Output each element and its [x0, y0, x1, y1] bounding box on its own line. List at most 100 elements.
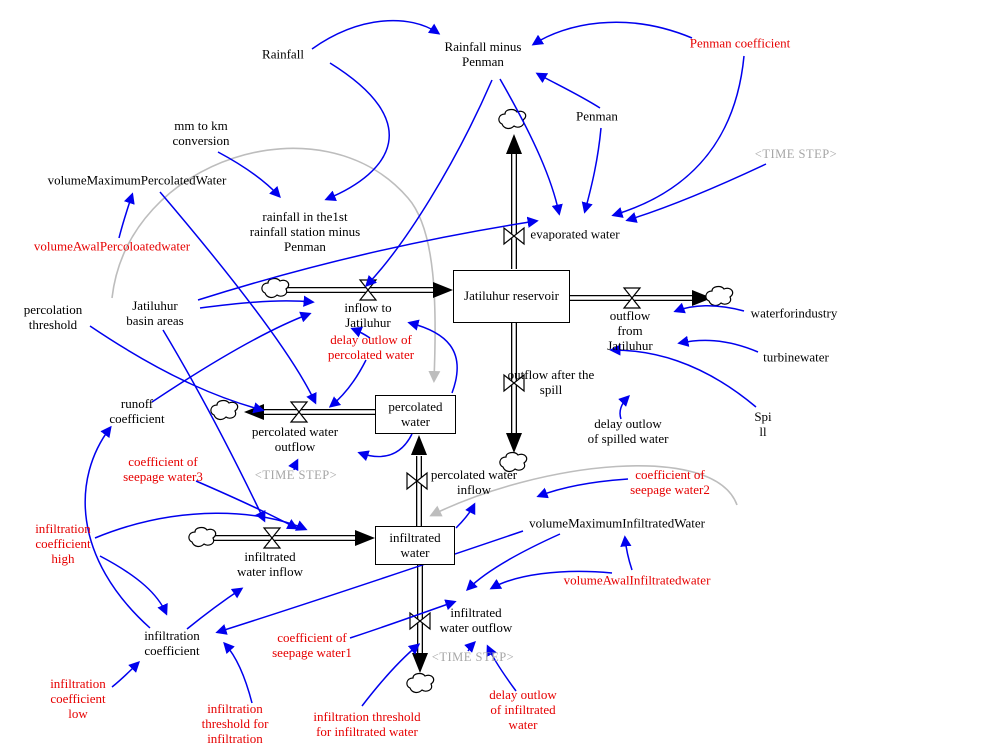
flow-valve-1[interactable]	[503, 226, 525, 246]
causal-link-time_step_mid-percolated_water_outflow	[288, 458, 299, 472]
flow-label-outflow_from_jatiluhur[interactable]: outflow from Jatiluhur	[607, 307, 653, 353]
causal-link-percolated_water-percolated_water_outflow	[357, 433, 413, 462]
cloud-0[interactable]	[261, 277, 290, 299]
variable-rainfall_minus_penman[interactable]: Rainfall minus Penman	[444, 39, 522, 69]
causal-link-time_step_bottom-infiltrated_water_outflow	[464, 641, 476, 653]
variable-vol_awal_infiltratedwater[interactable]: volumeAwalInfiltratedwater	[563, 572, 711, 588]
stock-infiltrated_water[interactable]: infiltrated water	[375, 526, 455, 565]
variable-infiltration_coefficient_high[interactable]: infiltration coefficient high	[35, 520, 91, 566]
causal-link-infiltration_threshold_for_infiltrated_water-infiltrated_water_outflow	[361, 643, 421, 707]
cloud-6[interactable]	[406, 672, 435, 694]
stock-jatiluhur_reservoir[interactable]: Jatiluhur reservoir	[453, 270, 570, 323]
variable-infiltration_threshold_for_infiltrated_water[interactable]: infiltration threshold for infiltrated w…	[313, 709, 421, 739]
causal-link-vol_max_infiltrated_water-infiltration_coefficient	[215, 530, 524, 635]
variable-coefficient_of_seepage_water1[interactable]: coefficient of seepage water1	[272, 630, 352, 660]
flow-label-infiltrated_water_inflow[interactable]: infiltrated water inflow	[236, 549, 304, 579]
causal-link-turbinewater-outflow_from_jatiluhur	[677, 335, 759, 353]
causal-link-delay_outlow_of_percolated_water-inflow_to_jatiluhur	[350, 326, 371, 339]
causal-link-delay_outlow_of_spilled_water-outflow_after_the_spill	[618, 395, 630, 420]
causal-link-jatiluhur_basin_areas-infiltrated_water_inflow	[162, 329, 266, 523]
flow-label-infiltrated_water_outflow[interactable]: infiltrated water outflow	[439, 605, 513, 635]
variable-delay_outlow_of_spilled_water[interactable]: delay outlow of spilled water	[587, 416, 669, 446]
causal-link-infiltrated_water-percolated_water_inflow	[455, 502, 476, 529]
flow-valve-4[interactable]	[406, 471, 428, 491]
variable-delay_outlow_of_percolated_water[interactable]: delay outlow of percolated water	[327, 332, 415, 362]
variable-waterforindustry[interactable]: waterforindustry	[750, 305, 838, 321]
variable-runoff_coefficient[interactable]: runoff coefficient	[109, 396, 165, 426]
shadow-variable-time_step_mid[interactable]: <TIME STEP>	[254, 467, 338, 482]
variable-coefficient_of_seepage_water2[interactable]: coefficient of seepage water2	[630, 467, 710, 497]
causal-link-vol_awal_infiltratedwater-infiltrated_water_outflow	[489, 570, 613, 590]
flow-label-inflow_to_jatiluhur[interactable]: inflow to Jatiluhur	[344, 300, 392, 330]
causal-link-penman-evaporated_water	[581, 127, 602, 214]
causal-link-infiltration_coefficient_low-infiltration_coefficient	[111, 661, 140, 688]
causal-link-delay_outlow_of_infiltrated_water-infiltrated_water_outflow	[486, 644, 517, 692]
variable-percolation_threshold[interactable]: percolation threshold	[23, 302, 83, 332]
cloud-5[interactable]	[188, 526, 217, 548]
variable-mm_to_km_conversion[interactable]: mm to km conversion	[172, 118, 230, 148]
flow-valve-5[interactable]	[289, 401, 309, 423]
causal-link-coefficient_of_seepage_water1-infiltrated_water_outflow	[349, 599, 457, 639]
flow-valve-3[interactable]	[503, 373, 525, 393]
causal-link-infiltration_coefficient_high-infiltration_coefficient	[99, 555, 168, 616]
causal-link-waterforindustry-outflow_from_jatiluhur	[673, 302, 745, 314]
causal-link-coefficient_of_seepage_water3-infiltrated_water_inflow	[195, 480, 299, 530]
variable-delay_outlow_of_infiltrated_water[interactable]: delay outlow of infiltrated water	[489, 686, 557, 732]
shadow-variable-time_step_top[interactable]: <TIME STEP>	[754, 146, 838, 161]
causal-link-infiltration_threshold_for_infiltration-infiltration_coefficient	[223, 641, 253, 704]
flow-arrowhead	[433, 282, 453, 298]
causal-link-coefficient_of_seepage_water2-percolated_water_inflow	[536, 478, 629, 499]
flow-label-evaporated_water[interactable]: evaporated water	[530, 226, 620, 242]
flow-label-outflow_after_the_spill[interactable]: outflow after the spill	[507, 367, 595, 397]
variable-rainfall_in_the_1st[interactable]: rainfall in the1st rainfall station minu…	[249, 208, 361, 254]
variable-jatiluhur_basin_areas[interactable]: Jatiluhur basin areas	[126, 298, 184, 328]
flow-arrowhead	[692, 290, 712, 306]
flow-label-percolated_water_inflow[interactable]: percolated water inflow	[430, 467, 518, 497]
flow-label-percolated_water_outflow[interactable]: percolated water outflow	[251, 424, 339, 454]
causal-link-runoff_coefficient-inflow_to_jatiluhur	[151, 311, 312, 403]
causal-link-jatiluhur_basin_areas-inflow_to_jatiluhur	[199, 295, 315, 309]
variable-penman[interactable]: Penman	[576, 108, 618, 124]
causal-link-percolated_water-inflow_to_jatiluhur	[407, 319, 458, 394]
variable-vol_awal_percoloatedwater[interactable]: volumeAwalPercoloatedwater	[33, 238, 191, 254]
causal-link-rainfall_minus_penman-inflow_to_jatiluhur	[365, 79, 493, 288]
causal-link-infiltration_coefficient_high-infiltrated_water_inflow	[94, 512, 308, 539]
causal-link-infiltration_coefficient-runoff_coefficient	[84, 425, 151, 629]
causal-link-rainfall-rainfall_minus_penman	[311, 19, 441, 50]
flow-arrowhead	[412, 653, 428, 673]
variable-vol_max_percolated_water[interactable]: volumeMaximumPercolatedWater	[47, 172, 227, 188]
causal-link-delay_outlow_of_percolated_water-percolated_water_outflow	[328, 359, 367, 408]
causal-link-penman_coefficient-evaporated_water	[611, 55, 745, 218]
variable-rainfall[interactable]: Rainfall	[262, 46, 304, 62]
flow-valve-2[interactable]	[622, 287, 642, 309]
variable-infiltration_coefficient[interactable]: infiltration coefficient	[144, 628, 200, 658]
cloud-4[interactable]	[210, 399, 239, 421]
variable-spill[interactable]: Spi ll	[754, 409, 772, 439]
shadow-variable-time_step_bottom[interactable]: <TIME STEP>	[431, 649, 515, 664]
variable-vol_max_infiltrated_water[interactable]: volumeMaximumInfiltratedWater	[529, 515, 705, 531]
flow-arrowhead	[411, 435, 427, 455]
causal-link-vol_awal_percoloatedwater-vol_max_percolated_water	[118, 192, 135, 239]
flow-valve-6[interactable]	[262, 527, 282, 549]
causal-link-mm_to_km_conversion-rainfall_in_the_1st	[217, 151, 281, 199]
variable-infiltration_coefficient_low[interactable]: infiltration coefficient low	[50, 675, 106, 721]
variable-turbinewater[interactable]: turbinewater	[763, 349, 829, 365]
variable-infiltration_threshold_for_infiltration[interactable]: infiltration threshold for infiltration	[201, 700, 269, 746]
cloud-3[interactable]	[499, 451, 528, 473]
flow-arrowhead	[506, 134, 522, 154]
causal-link-percolation_threshold-percolated_water_outflow	[89, 325, 265, 414]
causal-link-time_step_top-evaporated_water	[625, 163, 767, 223]
causal-link-penman-rainfall_minus_penman	[535, 72, 601, 109]
stock-percolated_water[interactable]: percolated water	[375, 395, 456, 434]
causal-link-vol_max_infiltrated_water-infiltrated_water_outflow	[466, 533, 561, 591]
flow-arrowhead	[355, 530, 375, 546]
shadow-link-2	[429, 465, 738, 517]
causal-link-jatiluhur_basin_areas-evaporated_water	[197, 216, 539, 301]
cloud-2[interactable]	[705, 285, 734, 307]
variable-coefficient_of_seepage_water3[interactable]: coefficient of seepage water3	[123, 454, 203, 484]
causal-link-vol_awal_infiltratedwater-vol_max_infiltrated_water	[620, 535, 633, 571]
variable-penman_coefficient[interactable]: Penman coefficient	[689, 35, 791, 51]
causal-link-rainfall-rainfall_in_the_1st	[324, 62, 390, 201]
